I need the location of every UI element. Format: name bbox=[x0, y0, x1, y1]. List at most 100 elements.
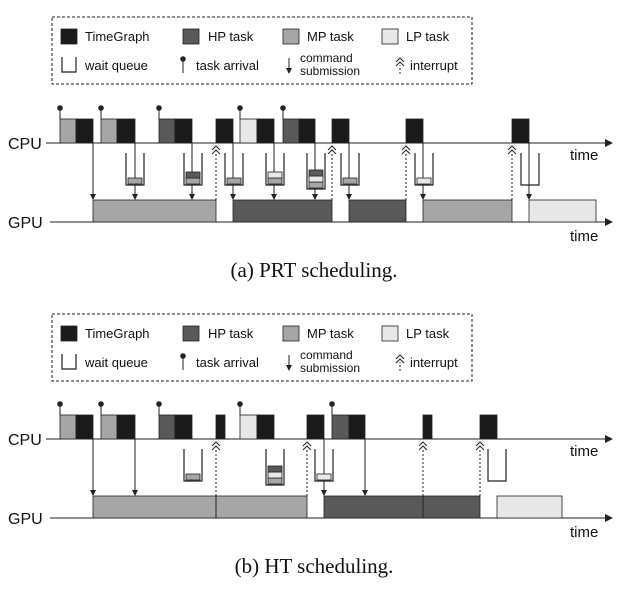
task-arrival-icon bbox=[98, 401, 104, 415]
arrow-head bbox=[286, 365, 292, 371]
task-arrival-icon bbox=[280, 105, 286, 119]
queue-outline bbox=[125, 153, 145, 186]
wait-queue-icon bbox=[265, 449, 285, 486]
gpu-execution-hp bbox=[232, 199, 333, 223]
cpu-block-mp bbox=[100, 414, 118, 440]
interrupt-chevron bbox=[395, 57, 405, 63]
gpu-time-label: time bbox=[570, 524, 598, 541]
wait-queue-icon bbox=[487, 449, 507, 482]
interrupt-icon bbox=[418, 441, 428, 496]
command-submission-arrow bbox=[132, 143, 138, 200]
gpu-axis-label: GPU bbox=[8, 511, 43, 528]
legend-label-task-arrival: task arrival bbox=[196, 58, 259, 73]
arrow-head bbox=[90, 194, 96, 200]
gpu-axis-arrow bbox=[605, 514, 613, 522]
legend-swatch-hp bbox=[182, 28, 200, 45]
cpu-block-lp bbox=[239, 118, 258, 144]
interrupt-icon bbox=[211, 441, 221, 496]
legend-swatch-timegraph bbox=[60, 28, 78, 45]
queue-outline bbox=[487, 449, 507, 482]
legend-label-timegraph: TimeGraph bbox=[85, 326, 150, 341]
command-submission-arrow bbox=[362, 439, 368, 496]
arrow-head bbox=[420, 194, 426, 200]
wait-queue-icon bbox=[224, 153, 244, 186]
queued-task bbox=[308, 181, 324, 189]
command-submission-arrow bbox=[90, 439, 96, 496]
task-arrival-icon bbox=[180, 56, 186, 73]
legend-label-command: command bbox=[300, 348, 353, 362]
queue-outline bbox=[265, 153, 285, 186]
queue-outline bbox=[414, 153, 434, 186]
interrupt-icon bbox=[401, 145, 411, 200]
legend-label-wait-queue: wait queue bbox=[84, 58, 148, 73]
interrupt-chevron bbox=[395, 61, 405, 67]
interrupt-chevron bbox=[211, 445, 221, 451]
cpu-axis-label: CPU bbox=[8, 136, 42, 153]
interrupt-chevron bbox=[302, 445, 312, 451]
legend-swatch-hp bbox=[182, 325, 200, 342]
legend-label-task-arrival: task arrival bbox=[196, 355, 259, 370]
queue-outline bbox=[520, 153, 540, 186]
queued-task bbox=[316, 473, 332, 481]
interrupt-chevron bbox=[507, 149, 517, 155]
arrival-dot bbox=[98, 105, 104, 111]
cpu-time-label: time bbox=[570, 443, 598, 460]
queue-outline bbox=[265, 449, 285, 486]
legend-frame bbox=[51, 16, 473, 85]
interrupt-chevron bbox=[401, 145, 411, 151]
arrival-dot bbox=[98, 401, 104, 407]
interrupt-chevron bbox=[327, 145, 337, 151]
gpu-execution-hp bbox=[348, 199, 407, 223]
interrupt-chevron bbox=[507, 145, 517, 151]
cpu-block-hp bbox=[282, 118, 300, 144]
interrupt-icon bbox=[327, 145, 337, 200]
task-arrival-icon bbox=[57, 401, 63, 415]
gpu-execution-lp bbox=[528, 199, 597, 223]
queue-outline bbox=[314, 449, 334, 482]
cpu-block-timegraph bbox=[479, 414, 498, 440]
cpu-time-label: time bbox=[570, 147, 598, 164]
queued-task bbox=[267, 465, 283, 473]
cpu-block-timegraph bbox=[405, 118, 424, 144]
cpu-block-hp bbox=[158, 414, 176, 440]
interrupt-icon bbox=[211, 145, 221, 200]
arrival-dot bbox=[237, 105, 243, 111]
command-submission-arrow bbox=[271, 143, 277, 200]
legend-wait-queue-icon bbox=[61, 354, 77, 370]
legend-label-mp: MP task bbox=[307, 29, 354, 44]
command-submission-arrow bbox=[189, 143, 195, 200]
arrow-head bbox=[312, 194, 318, 200]
cpu-block-mp bbox=[100, 118, 118, 144]
queue-outline bbox=[340, 153, 360, 186]
interrupt-chevron bbox=[302, 441, 312, 447]
legend-swatch-lp bbox=[381, 28, 399, 45]
arrival-dot bbox=[180, 353, 186, 359]
cpu-block-timegraph bbox=[306, 414, 325, 440]
queued-task bbox=[342, 177, 358, 185]
cpu-block-timegraph bbox=[116, 414, 136, 440]
legend-label-mp: MP task bbox=[307, 326, 354, 341]
interrupt-chevron bbox=[418, 441, 428, 447]
legend-frame bbox=[51, 313, 473, 382]
cpu-block-timegraph bbox=[75, 118, 94, 144]
cpu-block-hp bbox=[331, 414, 350, 440]
legend-label-submission: submission bbox=[300, 64, 360, 78]
task-arrival-icon bbox=[237, 105, 243, 119]
command-submission-arrow bbox=[526, 143, 532, 200]
arrow-head bbox=[321, 490, 327, 496]
wait-queue-icon bbox=[414, 153, 434, 186]
cpu-block-timegraph bbox=[116, 118, 136, 144]
cpu-axis-label: CPU bbox=[8, 432, 42, 449]
cpu-block-lp bbox=[239, 414, 258, 440]
arrow-head bbox=[189, 194, 195, 200]
cpu-block-timegraph bbox=[298, 118, 316, 144]
legend-wait-queue-icon bbox=[61, 57, 77, 73]
interrupt-chevron bbox=[211, 149, 221, 155]
queued-task bbox=[308, 175, 324, 183]
legend-label-submission: submission bbox=[300, 361, 360, 375]
gpu-time-label: time bbox=[570, 228, 598, 245]
arrow-head bbox=[132, 490, 138, 496]
